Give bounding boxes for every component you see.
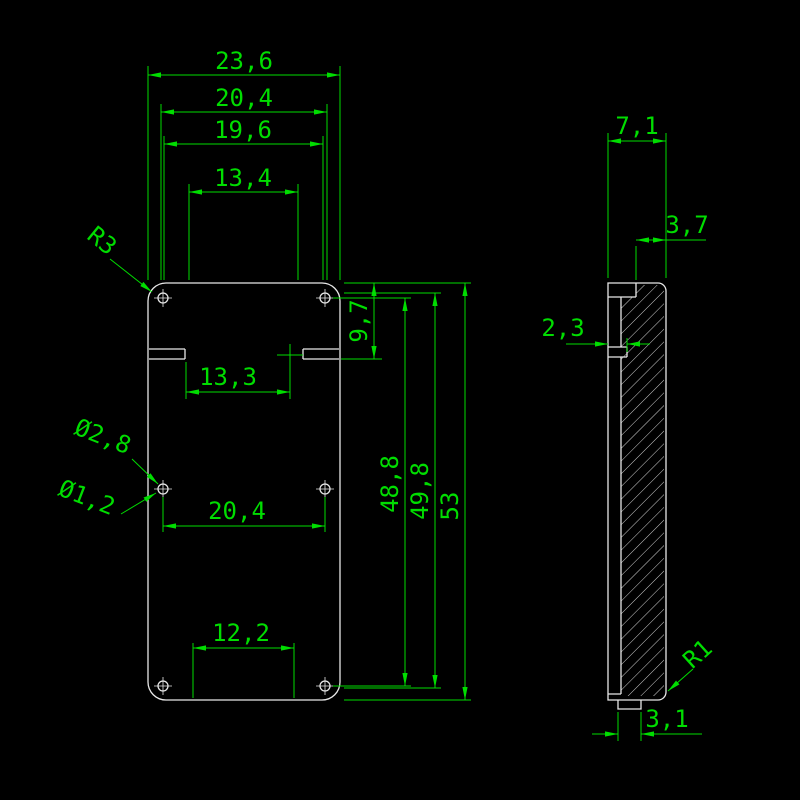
side-bottom-tab [617, 700, 642, 710]
section-hatch-top [636, 285, 664, 297]
dim-width-13-3: 13,3 [185, 344, 303, 399]
dim-label: 20,4 [215, 84, 273, 112]
front-view-geometry [147, 282, 341, 701]
dim-height-48-8: 48,8 [333, 297, 411, 687]
hole-center-marks [154, 289, 334, 695]
diameter-label: Ø2,8 [71, 413, 135, 460]
diameter-callout-2-8: Ø2,8 [71, 413, 159, 485]
dim-ext-lines [147, 66, 341, 280]
dim-label: 3,7 [665, 211, 708, 239]
dim-width-12-2: 12,2 [192, 619, 295, 698]
radius-callout-r3: R3 [82, 221, 153, 293]
radius-label: R3 [82, 221, 122, 261]
leader-line [120, 492, 157, 515]
diameter-callout-1-2: Ø1,2 [55, 474, 157, 521]
dim-label: 20,4 [208, 497, 266, 525]
leader-line [667, 668, 694, 692]
front-outline [147, 282, 341, 701]
front-side-notches [149, 348, 339, 360]
dim-label: 2,3 [541, 314, 584, 342]
dim-height-49-8: 49,8 [344, 292, 441, 689]
dim-ext-lines [607, 133, 667, 278]
radius-callout-r1: R1 [667, 634, 718, 692]
radius-label: R1 [678, 634, 718, 674]
dim-outer-width-23-6: 23,6 [147, 47, 341, 280]
dim-label: 48,8 [376, 455, 404, 513]
dim-width-19-6: 19,6 [163, 116, 324, 280]
dim-height-53: 53 [344, 282, 471, 701]
dim-width-2-3: 2,3 [541, 314, 650, 352]
diameter-label: Ø1,2 [55, 474, 119, 521]
dim-hole-span-20-4: 20,4 [162, 497, 326, 532]
dim-width-3-7: 3,7 [635, 211, 709, 280]
side-outline [607, 282, 667, 701]
side-top-step [608, 283, 637, 298]
side-view-geometry [607, 282, 667, 710]
dim-ext-lines [333, 297, 411, 687]
dim-ext-lines [163, 136, 324, 280]
dim-label: 12,2 [212, 619, 270, 647]
dim-label: 13,4 [214, 164, 272, 192]
dim-label: 19,6 [214, 116, 272, 144]
dim-label: 23,6 [215, 47, 273, 75]
dim-label: 13,3 [199, 363, 257, 391]
dim-width-20-4-top: 20,4 [160, 84, 328, 280]
dim-height-9-7: 9,7 [341, 282, 382, 360]
dim-width-3-1: 3,1 [592, 705, 702, 741]
dim-label: 7,1 [615, 112, 658, 140]
dim-label: 53 [436, 492, 464, 521]
dim-width-13-4: 13,4 [188, 164, 299, 280]
dim-width-7-1: 7,1 [607, 112, 667, 278]
side-inner-wall [608, 297, 622, 695]
leader-line [131, 458, 159, 485]
section-hatch-main [621, 297, 664, 696]
leader-line [109, 258, 153, 293]
dim-ext-lines [344, 292, 441, 689]
dim-label: 9,7 [345, 299, 373, 342]
dim-label: 3,1 [645, 705, 688, 733]
dim-ext-lines [617, 712, 642, 741]
dim-ext-lines [192, 643, 295, 698]
dim-ext-lines [188, 184, 299, 280]
dim-label: 49,8 [406, 462, 434, 520]
front-holes [154, 289, 334, 695]
dim-ext-lines [160, 104, 328, 280]
dim-ext-lines [344, 282, 471, 701]
dim-ext-lines [635, 239, 706, 280]
